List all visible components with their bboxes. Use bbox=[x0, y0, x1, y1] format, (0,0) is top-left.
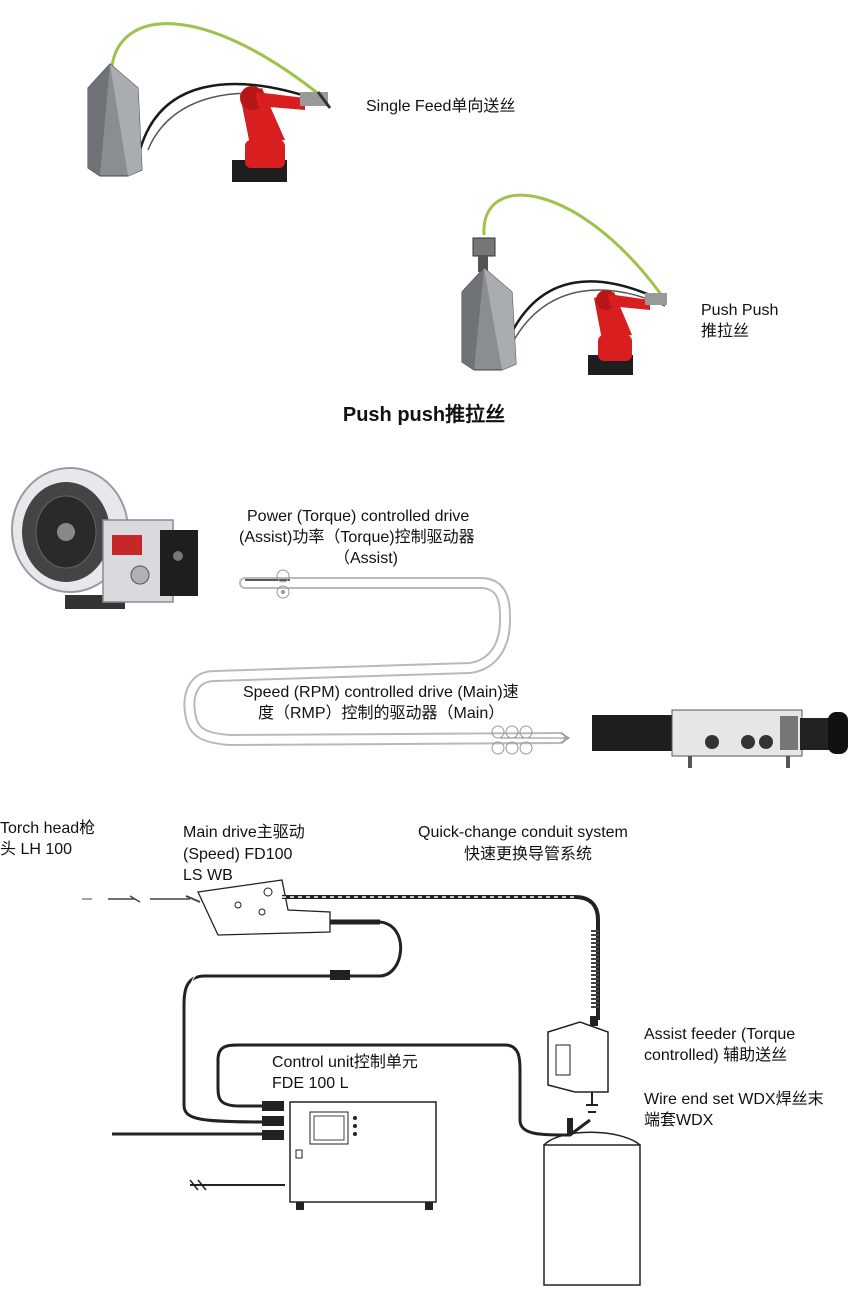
section-title: Push push推拉丝 bbox=[342, 404, 506, 426]
wire-end-set-label-line2: 端套WDX bbox=[644, 1112, 714, 1129]
main-drive-label-line3: LS WB bbox=[183, 867, 233, 884]
quick-change-label-line2: 快速更换导管系统 bbox=[464, 846, 593, 863]
main-drive-label-line1: Main drive主驱动 bbox=[183, 824, 305, 841]
power-drive-label-line1: Power (Torque) controlled drive bbox=[247, 508, 470, 525]
control-unit-label-line1: Control unit控制单元 bbox=[272, 1054, 418, 1071]
power-cable bbox=[138, 82, 319, 151]
drive-path-diagram bbox=[11, 467, 848, 768]
torch-head-label-line1: Torch head枪 bbox=[0, 820, 96, 837]
power-drive-label-line2: (Assist)功率（Torque)控制驱动器 bbox=[239, 529, 475, 546]
control-unit-box bbox=[289, 1101, 437, 1210]
main-drive-label-line2: (Speed) FD100 bbox=[183, 846, 293, 863]
top-illustrations bbox=[87, 22, 667, 375]
assist-feeder-label-line1: Assist feeder (Torque bbox=[644, 1026, 796, 1043]
power-drive-label-line3: （Assist) bbox=[334, 550, 399, 567]
wire-end-set-label-line1: Wire end set WDX焊丝末 bbox=[644, 1091, 824, 1108]
wire-conduit bbox=[482, 193, 667, 301]
speed-drive-label-line2: 度（RMP）控制的驱动器（Main） bbox=[258, 705, 505, 722]
assist-drive-unit bbox=[472, 237, 496, 272]
assist-feeder bbox=[547, 1016, 609, 1113]
quick-change-conduit bbox=[282, 895, 600, 1020]
wire-drum bbox=[461, 267, 517, 371]
quick-change-label-line1: Quick-change conduit system bbox=[418, 824, 628, 841]
robot-arm bbox=[588, 290, 667, 375]
main-drive-body bbox=[197, 879, 380, 936]
push-push-label-line2: 推拉丝 bbox=[701, 323, 750, 340]
speed-drive-label-line1: Speed (RPM) controlled drive (Main)速 bbox=[243, 684, 519, 701]
main-drive-unit bbox=[592, 709, 848, 768]
cable-connectors bbox=[262, 970, 350, 1140]
main-drive-rollers bbox=[491, 725, 533, 755]
wire-feeder-machine bbox=[11, 467, 198, 609]
torch-head-label-line2: 头 LH 100 bbox=[0, 841, 73, 858]
cable-drive-to-control bbox=[182, 920, 403, 1124]
cable-control-to-feeder bbox=[216, 1043, 591, 1137]
torch-head bbox=[82, 895, 201, 903]
power-cable bbox=[506, 280, 666, 341]
assist-drive-rollers bbox=[276, 569, 290, 599]
wire-conduit bbox=[110, 22, 321, 97]
control-unit-label-line2: FDE 100 L bbox=[272, 1075, 349, 1092]
push-push-scene bbox=[461, 193, 667, 375]
single-feed-scene bbox=[87, 22, 332, 182]
wire-drum bbox=[87, 63, 143, 177]
single-feed-label: Single Feed单向送丝 bbox=[366, 98, 516, 115]
robot-arm bbox=[232, 86, 332, 182]
wire-end-drum bbox=[543, 1118, 641, 1286]
assist-feeder-label-line2: controlled) 辅助送丝 bbox=[644, 1047, 788, 1064]
push-push-label-line1: Push Push bbox=[701, 302, 779, 319]
